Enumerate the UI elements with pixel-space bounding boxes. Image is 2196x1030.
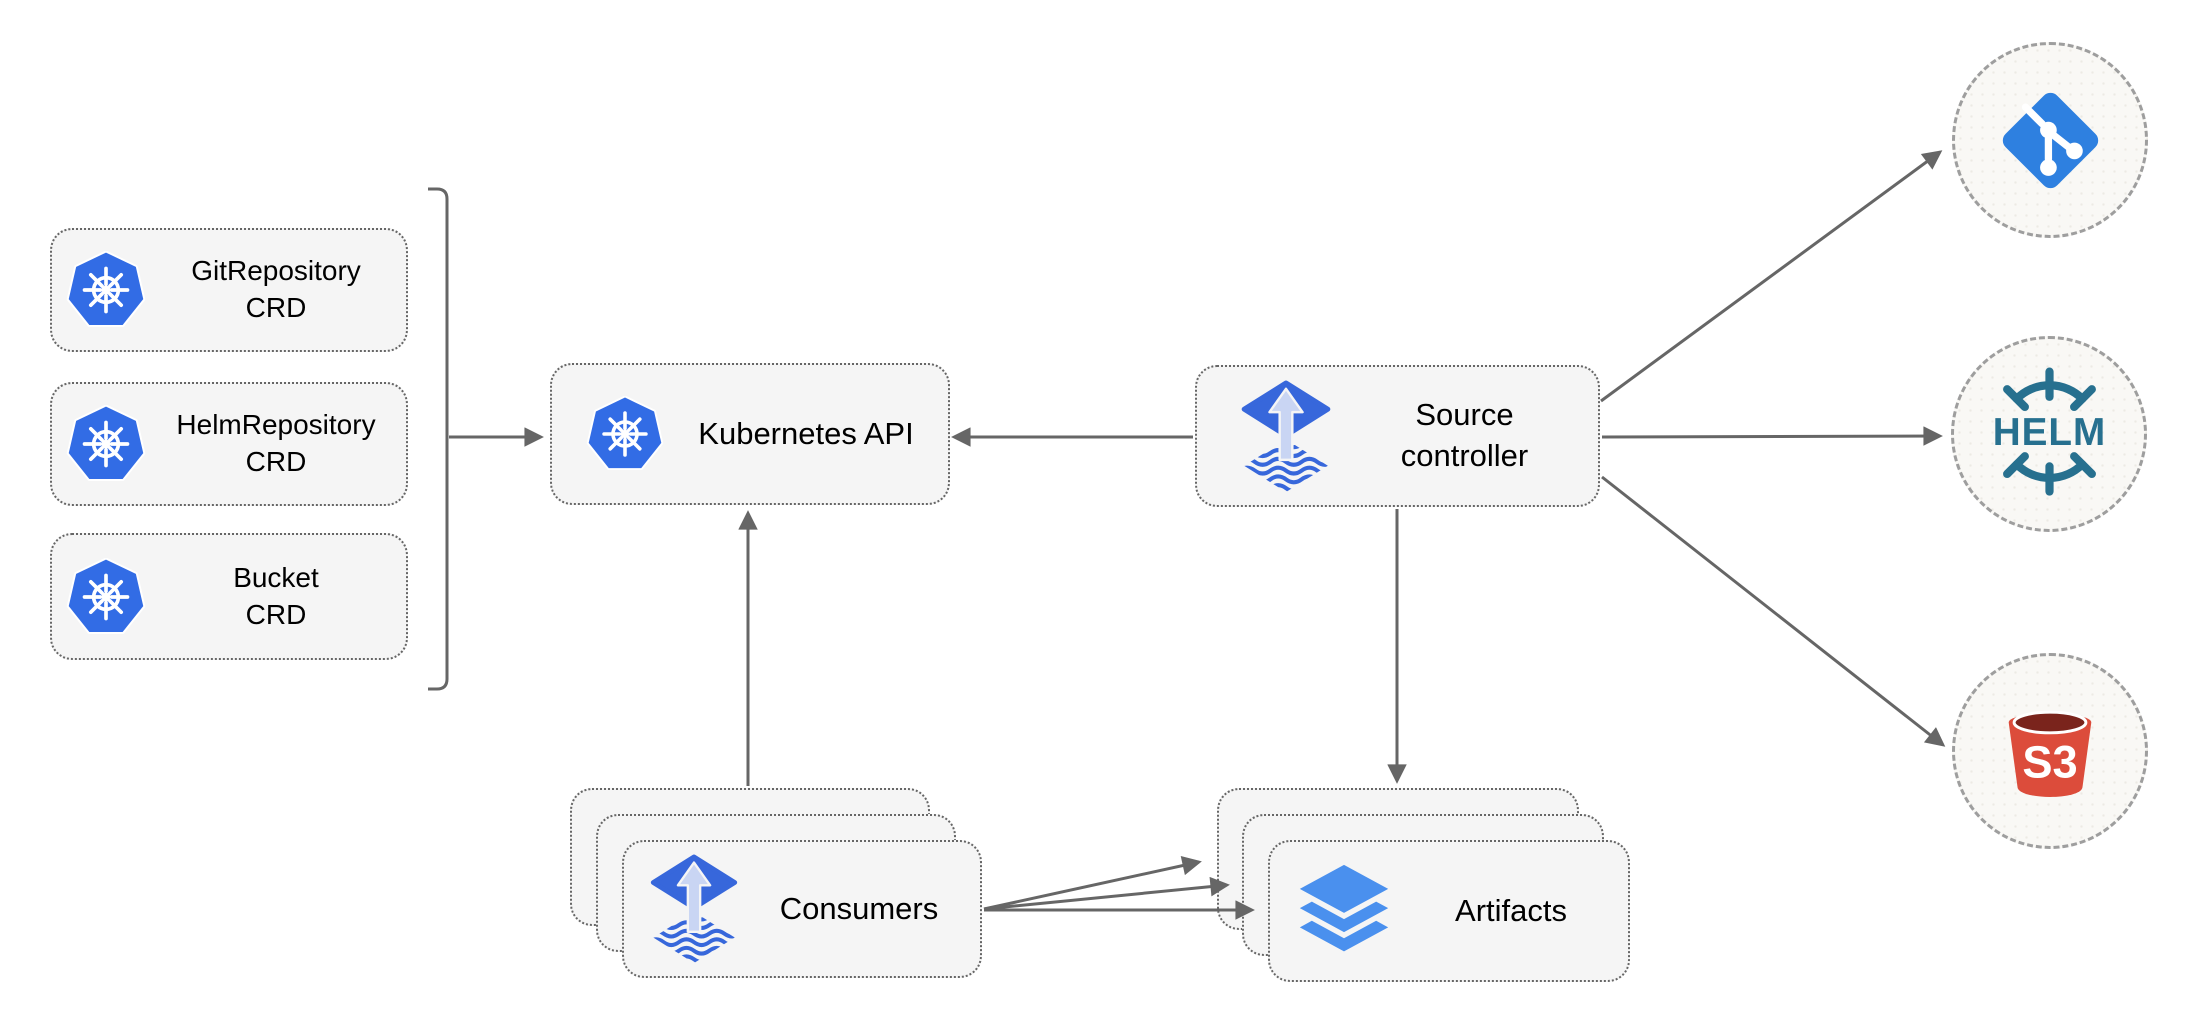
source-controller-line1: Source <box>1415 397 1514 433</box>
source-controller-node: Source controller <box>1195 365 1600 507</box>
arrow-source-controller-to-s3 <box>1601 475 1946 747</box>
grouping-bracket <box>428 187 449 691</box>
kubernetes-icon <box>586 396 664 472</box>
bucket-crd-node: Bucket CRD <box>50 533 408 660</box>
arrow-source-controller-to-git <box>1600 150 1943 403</box>
arrow-consumers-to-artifacts-1 <box>983 856 1202 911</box>
kubernetes-api-label: Kubernetes API <box>698 415 914 451</box>
kubernetes-icon <box>66 558 146 636</box>
s3-bucket-icon: S3 <box>2008 710 2092 797</box>
crd-label-line1: Bucket <box>233 561 319 593</box>
git-source-node <box>1952 42 2148 238</box>
crd-label-line1: HelmRepository <box>176 409 376 441</box>
kubernetes-api-node: Kubernetes API <box>550 363 950 505</box>
gitrepository-crd-node: GitRepository CRD <box>50 228 408 352</box>
source-controller-line2: controller <box>1400 438 1529 473</box>
kubernetes-icon <box>66 251 146 329</box>
arrow-consumers-to-artifacts-2 <box>983 876 1230 911</box>
gitrepository-crd-label: GitRepository CRD <box>146 253 406 327</box>
helm-icon: HELM <box>1992 367 2105 496</box>
artifacts-node: Artifacts <box>1268 840 1630 982</box>
crd-label-line2: CRD <box>245 598 307 630</box>
s3-source-node: S3 <box>1952 653 2148 849</box>
consumers-node: Consumers <box>622 840 982 978</box>
crd-label-line1: GitRepository <box>191 255 361 287</box>
source-controller-label: Source controller <box>1331 395 1598 477</box>
consumers-label: Consumers <box>779 890 939 926</box>
helm-wordmark: HELM <box>1992 411 2105 454</box>
flux-icon <box>1241 380 1331 493</box>
kubernetes-icon <box>66 405 146 483</box>
crd-label-line2: CRD <box>245 292 307 323</box>
artifacts-label: Artifacts <box>1455 892 1567 928</box>
crd-label-line2: CRD <box>245 446 307 477</box>
git-icon <box>2002 92 2098 188</box>
helm-source-node: HELM <box>1951 336 2147 532</box>
s3-wordmark: S3 <box>2022 737 2077 788</box>
flux-icon <box>650 854 738 964</box>
helmrepository-crd-label: HelmRepository CRD <box>146 407 406 481</box>
arrow-source-controller-to-helm <box>1601 426 1943 446</box>
helmrepository-crd-node: HelmRepository CRD <box>50 382 408 506</box>
bucket-crd-label: Bucket CRD <box>146 560 406 634</box>
layers-icon <box>1294 863 1394 959</box>
